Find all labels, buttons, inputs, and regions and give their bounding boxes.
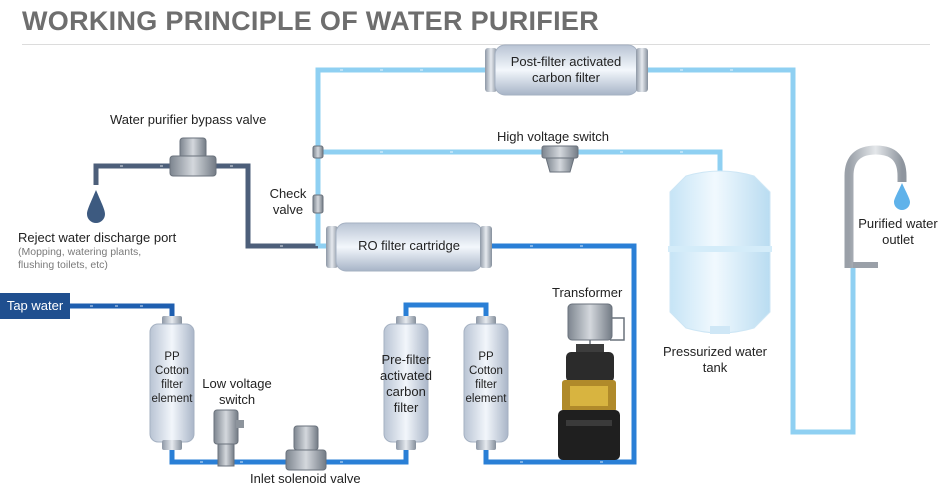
pp-filter-2-label-line-2: Cotton [469,365,503,377]
reject-port-note-2: flushing toilets, etc) [18,259,108,271]
outlet-label-line-2: outlet [882,232,914,247]
pp-filter-2-label: PP Cotton filter element [460,350,512,406]
pre-filter-label-line-4: filter [393,400,419,415]
tank-label: Pressurized water tank [650,344,780,376]
tank-label-line-1: Pressurized water [662,344,768,359]
post-filter-label: Post-filter activated carbon filter [496,54,636,86]
inlet-valve-label: Inlet solenoid valve [250,471,361,486]
tank-label-line-2: tank [702,360,728,375]
pp-filter-2-label-line-3: filter [475,379,497,391]
ro-filter-cartridge [326,222,492,272]
low-voltage-switch-label-line-1: Low voltage [202,376,272,391]
page-title: WORKING PRINCIPLE OF WATER PURIFIER [22,6,599,36]
pre-filter-label-line-2: activated [379,368,433,383]
reject-water-pipes [93,163,330,249]
pp-cotton-filter-1 [149,316,195,450]
reject-port-note-1: (Mopping, watering plants, [18,246,142,258]
pp-cotton-filter-2 [463,316,509,450]
faucet [844,145,907,268]
check-valve-label: Check valve [260,186,316,218]
low-voltage-switch-label-line-2: switch [218,392,256,407]
pp-filter-2-label-line-4: element [465,393,507,405]
pre-filter-label-line-3: carbon [386,384,426,399]
bypass-valve-label: Water purifier bypass valve [110,112,267,127]
low-voltage-switch-label: Low voltage switch [196,376,278,408]
inlet-solenoid-valve [285,425,327,471]
outlet-label: Purified water outlet [846,216,950,248]
tap-water-label: Tap water [0,293,70,319]
low-voltage-switch [213,409,244,467]
post-filter-carbon-filter [485,44,648,96]
pp-filter-1-label-line-1: PP [164,351,180,363]
ro-cartridge-label: RO filter cartridge [358,238,460,253]
pre-filter-carbon-filter [383,316,429,450]
pressurized-water-tank [668,170,772,334]
pre-filter-label: Pre-filter activated carbon filter [374,352,438,416]
reject-port-label: Reject water discharge port [18,230,177,245]
high-voltage-switch-label: High voltage switch [497,129,609,144]
check-valve-label-line-2: valve [272,202,304,217]
pp-filter-1-label-line-3: filter [161,379,183,391]
pp-filter-1-label-line-4: element [151,393,193,405]
high-voltage-switch [541,145,579,173]
booster-pump [558,344,620,460]
pp-filter-2-label-line-1: PP [478,351,494,363]
reject-water-drop-icon [87,190,105,223]
check-valve [312,145,324,214]
post-filter-label-line-1: Post-filter activated [510,54,622,69]
transformer-label: Transformer [552,285,623,300]
post-filter-label-line-2: carbon filter [532,70,600,85]
outlet-label-line-1: Purified water [858,216,938,231]
pre-filter-label-line-1: Pre-filter [381,352,431,367]
transformer [567,303,625,350]
check-valve-label-line-1: Check [269,186,307,201]
bypass-valve [169,137,217,177]
pp-filter-1-label: PP Cotton filter element [146,350,198,406]
pp-filter-1-label-line-2: Cotton [155,365,189,377]
purified-water-drop-icon [894,183,910,210]
title-divider [22,44,930,45]
tap-water-pipe [70,303,175,318]
flow-direction-marks [90,69,733,463]
